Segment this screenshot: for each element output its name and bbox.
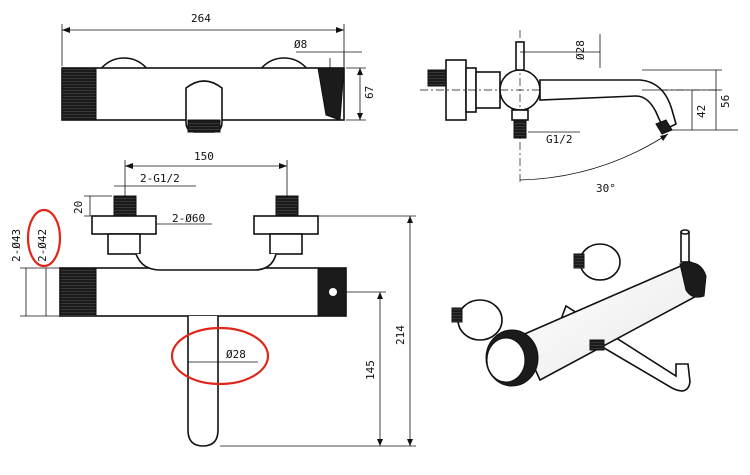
dim-spout-pipe-dia: Ø28 [574,40,587,60]
dim-swivel-angle: 30° [596,182,616,195]
dim-outlet-pipe-dia: Ø28 [226,348,246,361]
left-knurl-grip [61,67,97,121]
front-view: 150 2-G1/2 20 2-Ø60 2-Ø43 2-Ø42 Ø28 145 … [10,150,416,447]
side-view: Ø28 G1/2 42 56 30° [420,30,738,195]
dim-handle-dia: Ø8 [294,38,307,51]
dim-outlet-thread: G1/2 [546,133,573,146]
dim-overall-length: 264 [191,12,211,25]
dim-inlet-thread: 2-G1/2 [140,172,180,185]
dim-spout-drop-inner: 42 [695,105,708,118]
dim-body-height: 67 [363,86,376,99]
dim-inlet-spacing: 150 [194,150,214,163]
isometric-view [451,229,707,392]
dim-end-dia-inner: 2-Ø42 [36,229,49,262]
top-view: 264 Ø8 67 [61,12,376,133]
dim-inlet-length: 20 [72,201,85,214]
dim-end-dia-outer: 2-Ø43 [10,229,23,262]
dim-spout-drop-outer: 56 [719,95,732,108]
iso-body-tube [518,261,706,382]
front-right-knurl [317,267,347,317]
highlight-outlet-dia [170,326,270,386]
aerator [187,119,221,133]
dim-total-height: 214 [394,325,407,345]
front-left-knurl [59,267,97,317]
right-knurl-handle [317,67,345,121]
dim-flange-dia: 2-Ø60 [172,212,205,225]
dim-outlet-height: 145 [364,360,377,380]
highlight-end-dia [26,208,62,268]
